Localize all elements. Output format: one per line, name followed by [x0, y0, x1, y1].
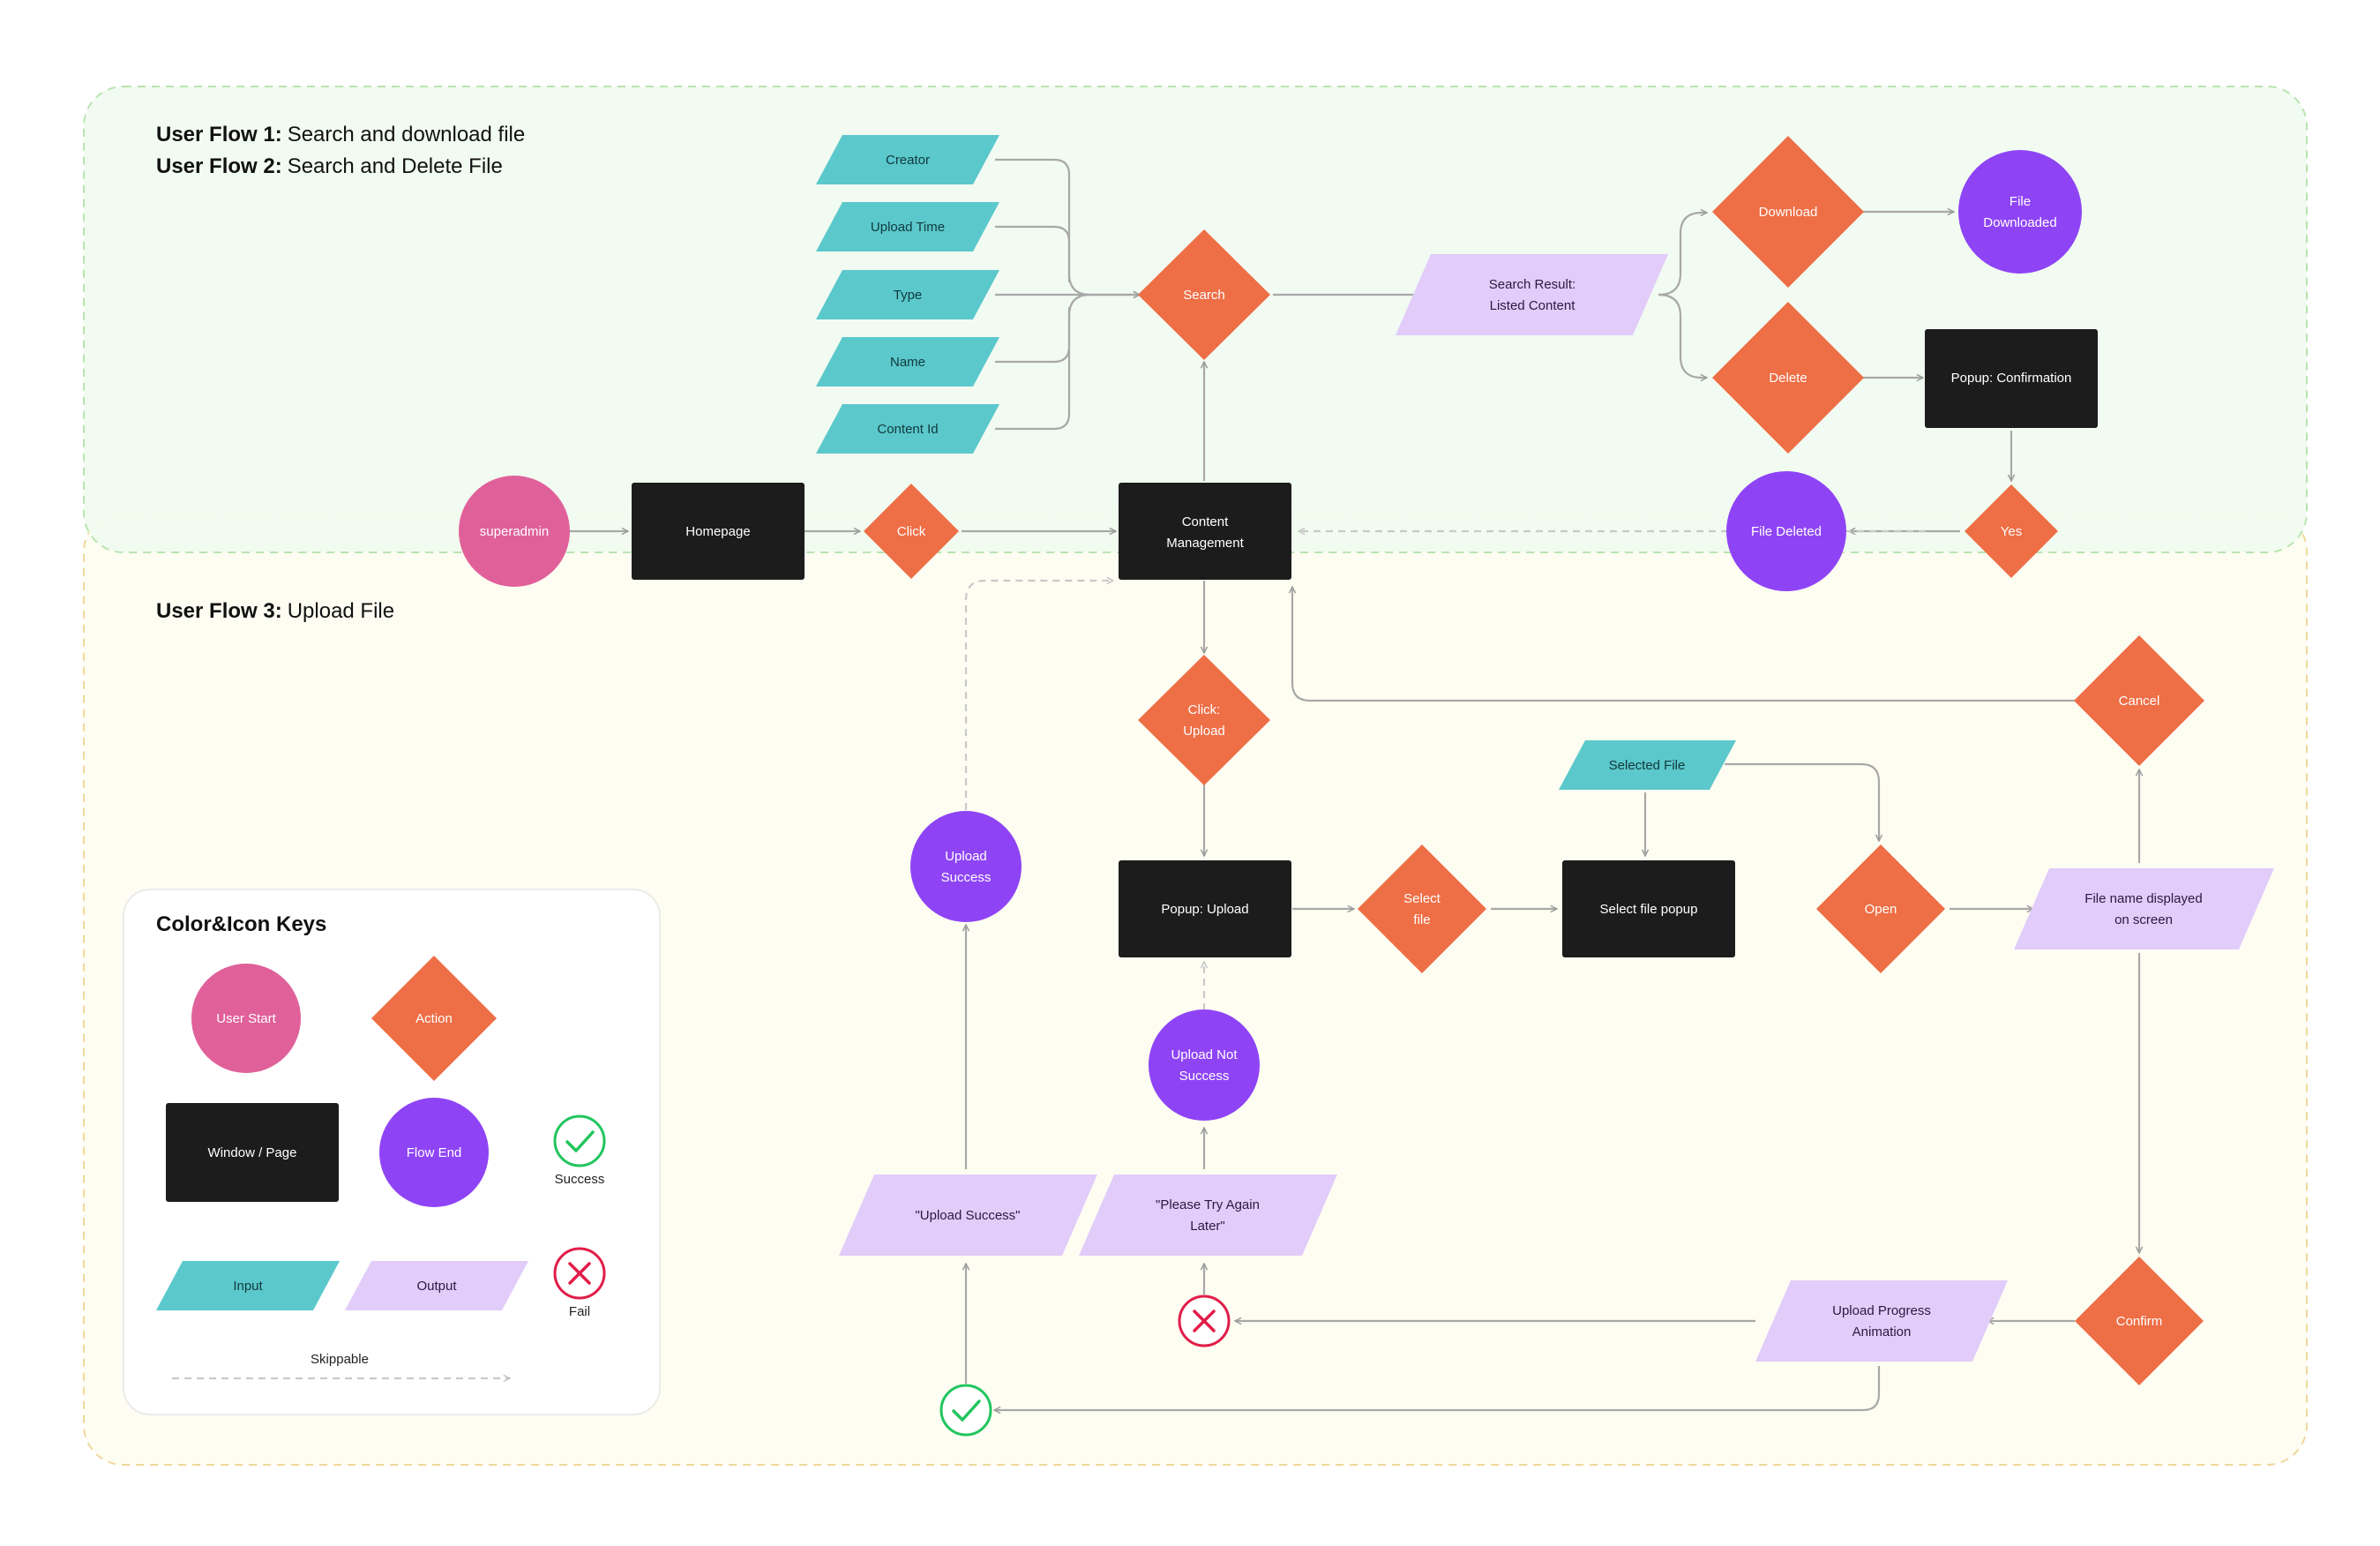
action-select-file: Select file	[1358, 844, 1486, 973]
svg-text:Select file popup: Select file popup	[1600, 902, 1698, 917]
end-file-deleted: File Deleted	[1726, 471, 1846, 591]
action-delete: Delete	[1712, 302, 1864, 454]
svg-text:Click:: Click:	[1188, 702, 1221, 717]
svg-text:Success: Success	[555, 1172, 605, 1187]
key-fail-icon: Fail	[553, 1247, 606, 1319]
action-yes: Yes	[1965, 484, 2058, 578]
key-flow-end: Flow End	[379, 1098, 489, 1207]
action-confirm: Confirm	[2075, 1257, 2204, 1385]
window-popup-confirmation: Popup: Confirmation	[1925, 329, 2098, 428]
svg-text:Downloaded: Downloaded	[1983, 215, 2056, 230]
svg-text:Upload Not: Upload Not	[1171, 1047, 1238, 1062]
action-click: Click	[864, 484, 959, 579]
svg-text:Open: Open	[1865, 902, 1897, 917]
svg-text:Click: Click	[897, 524, 926, 539]
svg-text:Selected File: Selected File	[1609, 758, 1686, 773]
svg-text:Upload: Upload	[945, 849, 987, 864]
svg-text:"Please Try Again: "Please Try Again	[1156, 1197, 1260, 1212]
input-upload-time: Upload Time	[816, 202, 999, 251]
svg-text:Window / Page: Window / Page	[208, 1145, 297, 1160]
svg-text:Fail: Fail	[569, 1304, 590, 1319]
svg-text:File: File	[2010, 194, 2031, 209]
svg-text:Flow End: Flow End	[407, 1145, 462, 1160]
svg-text:Color&Icon Keys: Color&Icon Keys	[156, 912, 326, 936]
key-success-icon: Success	[553, 1114, 606, 1187]
output-try-again: "Please Try Again Later"	[1079, 1175, 1337, 1256]
action-download: Download	[1712, 136, 1864, 288]
output-upload-progress: Upload Progress Animation	[1755, 1280, 2008, 1362]
svg-text:Upload Progress: Upload Progress	[1832, 1303, 1931, 1318]
flow3-title: User Flow 3:Upload File	[156, 599, 394, 623]
key-window-page: Window / Page	[166, 1103, 339, 1202]
start-superadmin: superadmin	[459, 476, 570, 587]
action-search: Search	[1138, 229, 1270, 360]
svg-text:Success: Success	[1179, 1069, 1230, 1084]
key-input: Input	[156, 1261, 340, 1310]
svg-text:Content Id: Content Id	[877, 422, 938, 437]
svg-text:Yes: Yes	[2001, 524, 2022, 539]
input-creator: Creator	[816, 135, 999, 184]
flow1-title: User Flow 1:Search and download file	[156, 123, 525, 146]
svg-text:User Start: User Start	[216, 1011, 276, 1026]
action-click-upload: Click: Upload	[1138, 655, 1270, 785]
svg-text:Animation: Animation	[1852, 1325, 1912, 1340]
output-upload-success-msg: "Upload Success"	[839, 1175, 1097, 1256]
key-action: Action	[371, 956, 497, 1081]
svg-text:Output: Output	[416, 1279, 457, 1294]
key-skippable: Skippable	[172, 1352, 510, 1378]
svg-text:File Deleted: File Deleted	[1751, 524, 1822, 539]
svg-text:superadmin: superadmin	[480, 524, 549, 539]
input-selected-file: Selected File	[1559, 740, 1736, 790]
svg-text:Search Result:: Search Result:	[1489, 277, 1575, 292]
flow2-title: User Flow 2:Search and Delete File	[156, 154, 503, 178]
svg-text:Popup: Confirmation: Popup: Confirmation	[1951, 371, 2072, 386]
svg-text:Cancel: Cancel	[2119, 694, 2160, 709]
key-user-start: User Start	[191, 964, 301, 1073]
svg-text:Success: Success	[941, 870, 992, 885]
action-cancel: Cancel	[2074, 635, 2204, 766]
connectors	[570, 158, 2139, 1410]
svg-text:Upload Time: Upload Time	[871, 220, 945, 235]
end-file-downloaded: File Downloaded	[1958, 150, 2082, 274]
svg-text:Confirm: Confirm	[2116, 1314, 2163, 1329]
window-popup-upload: Popup: Upload	[1119, 860, 1291, 957]
svg-text:File name displayed: File name displayed	[2084, 891, 2202, 906]
svg-text:Type: Type	[894, 288, 923, 303]
output-search-result: Search Result: Listed Content	[1396, 254, 1668, 335]
svg-text:Management: Management	[1166, 536, 1244, 551]
svg-text:Skippable: Skippable	[311, 1352, 369, 1367]
svg-text:Homepage: Homepage	[685, 524, 750, 539]
fail-x-icon	[1178, 1295, 1231, 1347]
end-upload-success: Upload Success	[910, 811, 1022, 922]
input-name: Name	[816, 337, 999, 386]
key-output: Output	[345, 1261, 528, 1310]
end-upload-not-success: Upload Not Success	[1149, 1009, 1260, 1121]
svg-text:Listed Content: Listed Content	[1490, 298, 1576, 313]
svg-text:Select: Select	[1403, 891, 1441, 906]
window-select-file-popup: Select file popup	[1562, 860, 1735, 957]
svg-text:Popup: Upload: Popup: Upload	[1161, 902, 1248, 917]
svg-text:Input: Input	[233, 1279, 263, 1294]
svg-text:"Upload Success": "Upload Success"	[915, 1208, 1020, 1223]
svg-text:Content: Content	[1182, 514, 1229, 529]
color-icon-keys-legend: Color&Icon Keys User Start Action Window…	[123, 889, 661, 1415]
window-content-management: Content Management	[1119, 483, 1291, 580]
svg-text:Upload: Upload	[1183, 724, 1225, 739]
svg-text:file: file	[1413, 912, 1430, 927]
window-homepage: Homepage	[632, 483, 805, 580]
output-file-name-displayed: File name displayed on screen	[2014, 868, 2274, 949]
svg-text:Action: Action	[415, 1011, 453, 1026]
svg-text:Later": Later"	[1190, 1219, 1225, 1234]
svg-text:on screen: on screen	[2114, 912, 2173, 927]
action-open: Open	[1816, 844, 1945, 973]
svg-text:Name: Name	[890, 355, 925, 370]
input-content-id: Content Id	[816, 404, 999, 454]
success-check-icon	[939, 1384, 992, 1437]
svg-text:Delete: Delete	[1769, 371, 1807, 386]
svg-text:Download: Download	[1759, 205, 1818, 220]
svg-text:Search: Search	[1183, 288, 1225, 303]
svg-text:Creator: Creator	[886, 153, 930, 168]
input-type: Type	[816, 270, 999, 319]
